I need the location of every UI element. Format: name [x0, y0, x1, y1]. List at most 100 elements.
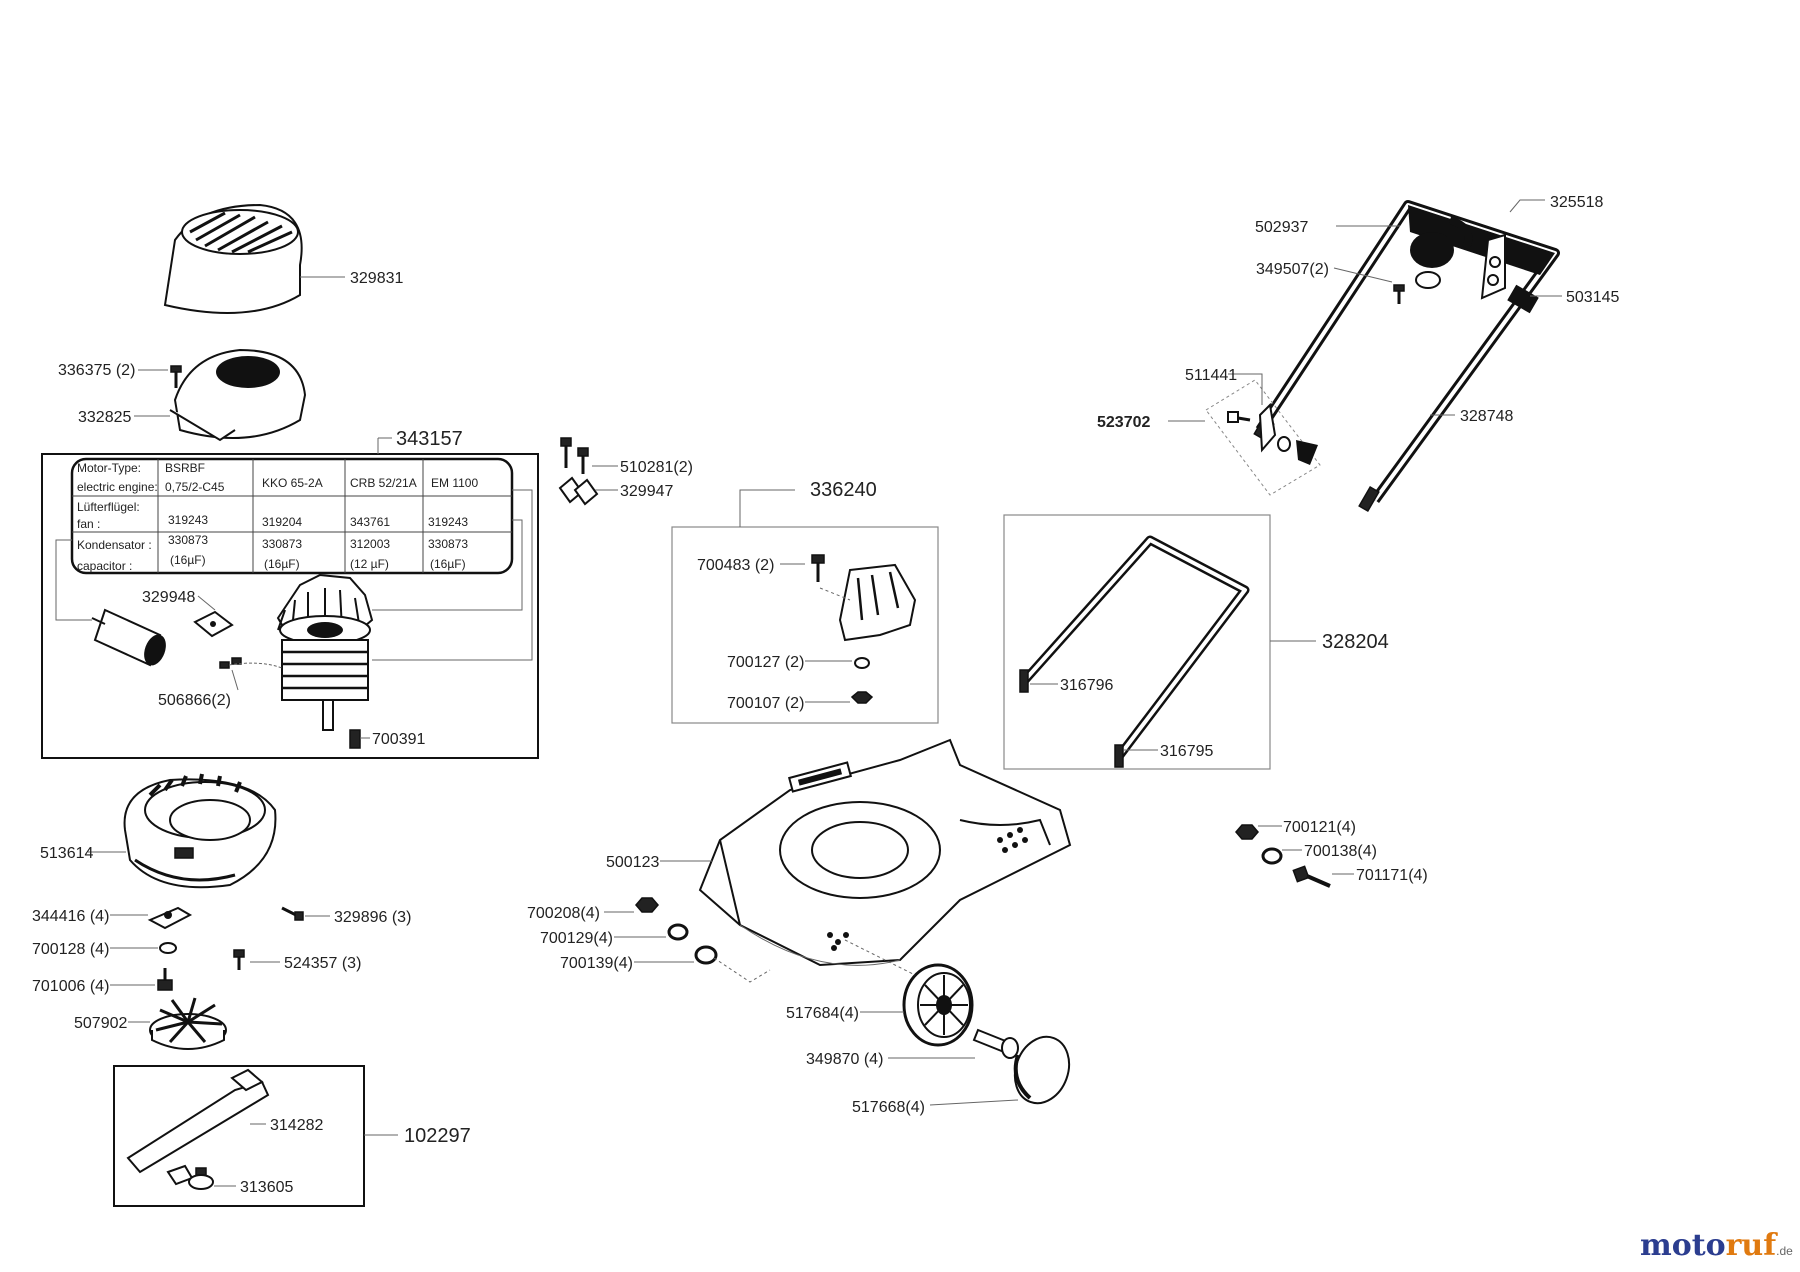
label-511441: 511441 — [1185, 367, 1237, 384]
washer-700139-icon — [694, 945, 718, 965]
washer-700129-icon — [667, 923, 689, 941]
label-102297: 102297 — [404, 1125, 471, 1147]
watermark-tld: .de — [1776, 1244, 1793, 1258]
screw-349507-icon — [1393, 284, 1405, 304]
blade-bolt-icon — [188, 1167, 214, 1190]
bolt-701171-icon — [1292, 865, 1331, 888]
label-329948: 329948 — [142, 589, 195, 606]
table-r4-c1: 330873 — [168, 533, 208, 547]
table-r3-c1: 319243 — [168, 513, 208, 527]
label-325518: 325518 — [1550, 194, 1603, 211]
blade-fan-icon — [149, 997, 227, 1050]
label-700138: 700138(4) — [1304, 843, 1377, 860]
label-344416: 344416 (4) — [32, 908, 109, 925]
label-329896: 329896 (3) — [334, 909, 411, 926]
label-343157: 343157 — [396, 428, 463, 450]
label-502937: 502937 — [1255, 219, 1308, 236]
label-517684: 517684(4) — [786, 1005, 859, 1022]
label-524357: 524357 (3) — [284, 955, 361, 972]
upper-handle-icon — [1253, 200, 1560, 513]
table-r5-c2: (16µF) — [264, 557, 300, 571]
washer-700138-icon — [1261, 847, 1283, 865]
label-503145: 503145 — [1566, 289, 1619, 306]
screw-329896-icon — [281, 906, 304, 921]
label-700107: 700107 (2) — [727, 695, 804, 712]
label-328748: 328748 — [1460, 408, 1513, 425]
label-314282: 314282 — [270, 1117, 323, 1134]
table-r3-c4: 319243 — [428, 515, 468, 529]
site-watermark: motoruf.de — [1640, 1228, 1793, 1263]
table-r5-c1: (16µF) — [170, 553, 206, 567]
cable-clip-icon — [558, 476, 599, 506]
table-r3-c0: fan : — [77, 517, 100, 531]
label-701171: 701171(4) — [1356, 867, 1428, 884]
screw-336375-icon — [170, 365, 182, 388]
table-r1-c2: KKO 65-2A — [262, 476, 323, 490]
table-r3-c2: 319204 — [262, 515, 302, 529]
lower-handle-frame — [1003, 514, 1271, 770]
screw-510281-icon — [560, 437, 589, 474]
terminal-holder-icon — [193, 610, 234, 638]
label-329831: 329831 — [350, 270, 403, 287]
table-r0-c1: BSRBF — [165, 461, 205, 475]
table-r1-c4: EM 1100 — [431, 476, 478, 490]
table-r2-c0: Lüfterflügel: — [77, 500, 140, 514]
clamp-plate-icon — [147, 906, 193, 930]
motor-assembly-frame — [41, 453, 539, 759]
motor-housing-top — [169, 348, 307, 442]
table-r3-c3: 343761 — [350, 515, 390, 529]
handle-lever-icon — [1227, 402, 1318, 465]
label-507902: 507902 — [74, 1015, 127, 1032]
washer-700128-icon — [159, 942, 177, 954]
nut-700121-icon — [1235, 824, 1259, 840]
screw-700483-icon — [811, 554, 825, 582]
screw-524357-icon — [233, 949, 245, 970]
label-332825: 332825 — [78, 409, 131, 426]
label-701006: 701006 (4) — [32, 978, 109, 995]
cutter-blade-icon — [126, 1068, 270, 1186]
label-313605: 313605 — [240, 1179, 293, 1196]
label-336240: 336240 — [810, 479, 877, 501]
nut-700208-icon — [635, 897, 659, 913]
table-r4-c0: Kondensator : — [77, 538, 152, 552]
table-r5-c0: capacitor : — [77, 559, 132, 573]
capacitor-icon — [91, 608, 166, 667]
bolt-701006-icon — [157, 968, 173, 991]
watermark-moto: moto — [1640, 1228, 1726, 1263]
lever-kit-frame — [1205, 379, 1321, 496]
mower-deck-icon — [698, 738, 1072, 967]
label-517668: 517668(4) — [852, 1099, 925, 1116]
table-r0-c0: Motor-Type: — [77, 461, 141, 475]
table-r1-c0: electric engine: — [77, 480, 158, 494]
label-700127: 700127 (2) — [727, 654, 804, 671]
wheel-icon — [902, 963, 974, 1047]
holder-kit-frame — [671, 526, 939, 724]
motor-cover-hood — [163, 203, 303, 314]
label-523702: 523702 — [1097, 414, 1150, 431]
label-316795: 316795 — [1160, 743, 1213, 760]
lower-handle-icon — [1019, 535, 1250, 768]
label-336375: 336375 (2) — [58, 362, 135, 379]
label-700129: 700129(4) — [540, 930, 613, 947]
watermark-ruf: ruf — [1725, 1228, 1777, 1263]
label-506866: 506866(2) — [158, 692, 231, 709]
nut-700107-icon — [850, 691, 874, 704]
label-500123: 500123 — [606, 854, 659, 871]
label-700483: 700483 (2) — [697, 557, 774, 574]
label-700128: 700128 (4) — [32, 941, 109, 958]
electric-motor-icon — [276, 573, 374, 731]
label-700208: 700208(4) — [527, 905, 600, 922]
table-r4-c4: 330873 — [428, 537, 468, 551]
table-r1-c1: 0,75/2-C45 — [165, 480, 225, 494]
label-316796: 316796 — [1060, 677, 1113, 694]
table-r1-c3: CRB 52/21A — [350, 476, 417, 490]
table-r5-c3: (12 µF) — [350, 557, 389, 571]
label-700391: 700391 — [372, 731, 425, 748]
table-r5-c4: (16µF) — [430, 557, 466, 571]
label-510281: 510281(2) — [620, 459, 693, 476]
wire-connector-icon — [219, 657, 283, 669]
washer-700127-icon — [854, 657, 870, 669]
wheel-bolt-icon — [972, 1028, 1019, 1059]
blade-kit-frame — [113, 1065, 365, 1207]
